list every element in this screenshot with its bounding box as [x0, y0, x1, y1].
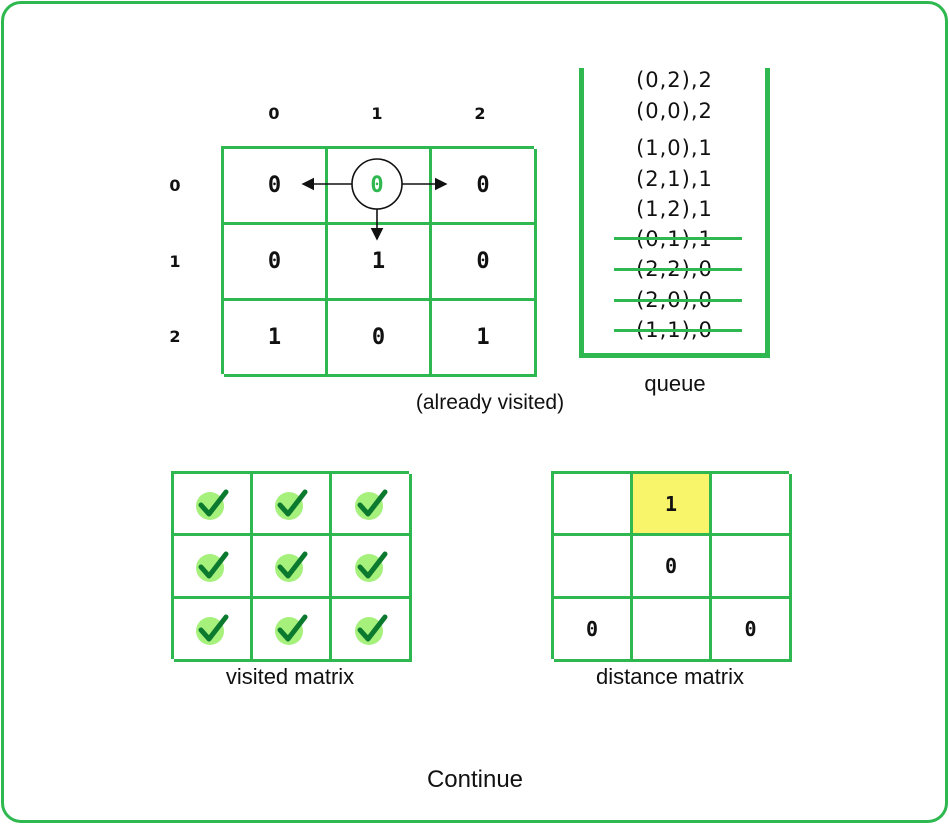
- queue-item: (1,2),1: [636, 197, 713, 221]
- distance-matrix: 1 0 0 0: [551, 471, 792, 662]
- grid-cell-current: 0: [328, 149, 432, 225]
- checkmark-icon: [196, 614, 229, 645]
- current-node-value: 0: [370, 173, 383, 198]
- visited-matrix: [171, 471, 412, 662]
- visited-matrix-label: visited matrix: [225, 664, 355, 689]
- distance-cell: 0: [633, 536, 712, 599]
- distance-matrix-label: distance matrix: [596, 664, 744, 689]
- visited-cell: [174, 599, 253, 662]
- cell-value: 1: [476, 325, 490, 350]
- cell-value: 0: [267, 249, 282, 274]
- distance-value: 0: [664, 554, 678, 578]
- queue-container: (0,2),2 (0,0),2 (1,0),1 (2,1),1 (1,2),1 …: [579, 68, 770, 358]
- distance-cell: [554, 474, 633, 536]
- queue-item: (1,0),1: [636, 136, 713, 160]
- row-label: 0: [169, 176, 181, 195]
- queue-item: (0,0),2: [636, 99, 713, 123]
- cell-value: 0: [371, 325, 386, 350]
- col-label: 1: [371, 104, 383, 123]
- checkmark-icon: [196, 489, 229, 520]
- strikethrough-line: [614, 329, 742, 332]
- grid-cell: 0: [432, 225, 537, 301]
- visited-cell: [332, 599, 412, 662]
- checkmark-icon: [275, 614, 308, 645]
- visited-cell: [332, 474, 412, 536]
- row-label: 1: [169, 252, 181, 271]
- distance-cell-highlighted: 1: [633, 474, 712, 536]
- distance-cell: 0: [712, 599, 792, 662]
- visited-cell: [253, 474, 332, 536]
- distance-cell: [712, 536, 792, 599]
- checkmark-icon: [354, 551, 387, 582]
- row-label: 2: [169, 327, 181, 346]
- grid-cell: 0: [224, 149, 328, 225]
- queue-label: queue: [644, 371, 706, 396]
- distance-value: 0: [744, 617, 757, 641]
- checkmark-icon: [275, 551, 308, 582]
- current-node-circle: [351, 158, 403, 210]
- distance-cell: 0: [554, 599, 633, 662]
- checkmark-icon: [354, 614, 387, 645]
- grid-cell: 0: [224, 225, 328, 301]
- cell-value: 0: [267, 173, 282, 198]
- already-visited-note: (already visited): [415, 391, 565, 414]
- checkmark-icon: [196, 551, 229, 582]
- checkmark-icon: [354, 489, 387, 520]
- col-label: 0: [268, 104, 280, 123]
- continue-button[interactable]: Continue: [426, 766, 524, 793]
- strikethrough-line: [614, 299, 742, 302]
- grid-cell: 1: [432, 301, 537, 377]
- checkmark-icon: [275, 489, 308, 520]
- distance-cell: [633, 599, 712, 662]
- col-label: 2: [474, 104, 486, 123]
- strikethrough-line: [614, 268, 742, 271]
- distance-cell: [712, 474, 792, 536]
- visited-cell: [174, 536, 253, 599]
- visited-cell: [253, 599, 332, 662]
- visited-cell: [253, 536, 332, 599]
- grid-cell: 1: [224, 301, 328, 377]
- cell-value: 0: [476, 249, 490, 274]
- cell-value: 1: [267, 325, 282, 350]
- queue-item: (2,1),1: [636, 167, 713, 191]
- input-grid: 0 0 0 0 1 0 1 0 1: [221, 146, 537, 377]
- distance-cell: [554, 536, 633, 599]
- visited-cell: [332, 536, 412, 599]
- visited-cell: [174, 474, 253, 536]
- grid-cell: 1: [328, 225, 432, 301]
- grid-cell: 0: [328, 301, 432, 377]
- distance-value: 1: [664, 491, 678, 516]
- grid-cell: 0: [432, 149, 537, 225]
- strikethrough-line: [614, 237, 742, 240]
- cell-value: 0: [476, 173, 490, 198]
- queue-item: (0,2),2: [636, 68, 713, 92]
- distance-value: 0: [585, 617, 599, 641]
- cell-value: 1: [371, 249, 386, 274]
